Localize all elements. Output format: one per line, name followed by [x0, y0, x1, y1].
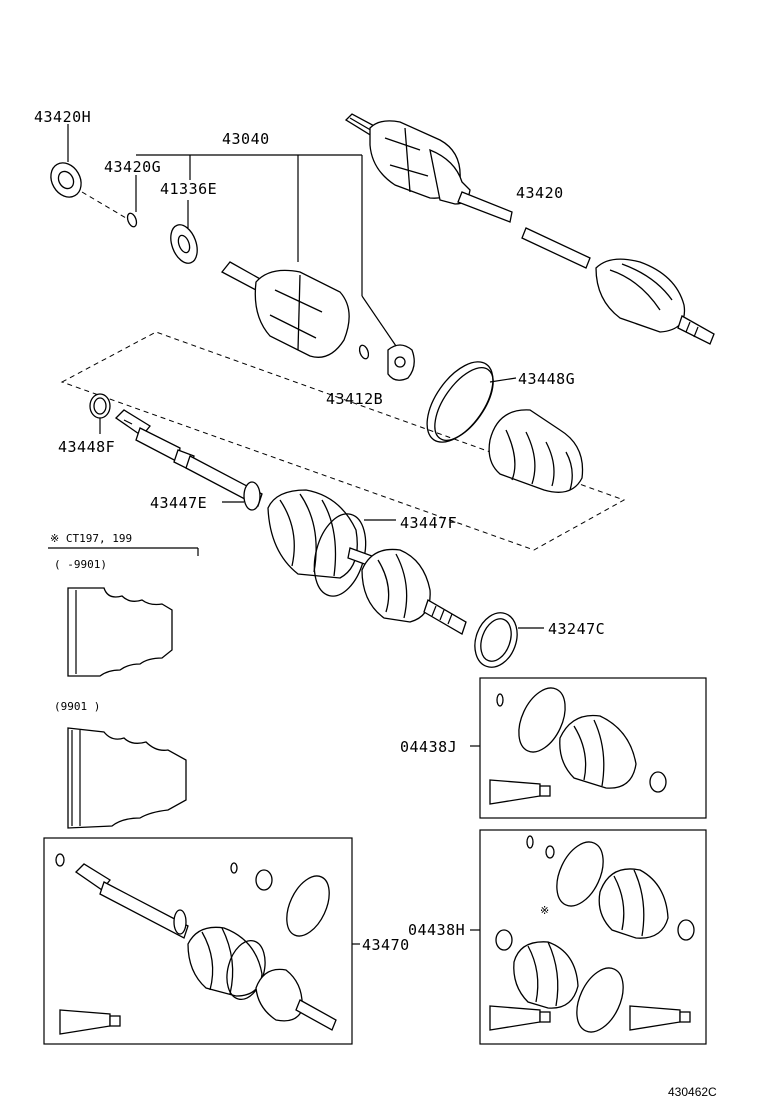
variant-boots	[48, 547, 199, 829]
inboard-joint-parts	[50, 162, 415, 381]
label-43470: 43470	[362, 936, 410, 954]
figure-code: 430462C	[668, 1085, 717, 1099]
axle-shaft-assembly-top	[344, 113, 715, 345]
label-43448F: 43448F	[58, 438, 115, 456]
label-43412B: 43412B	[326, 390, 383, 408]
label-04438J: 04438J	[400, 738, 457, 756]
assembly-box-43470	[43, 837, 360, 1045]
leaders-43040	[67, 124, 397, 347]
label-43040: 43040	[222, 130, 270, 148]
range-note-from: (9901 )	[54, 700, 100, 713]
kit-box-04438J	[470, 677, 707, 819]
applicability-note: ※ CT197, 199	[50, 532, 132, 545]
label-43447F: 43447F	[400, 514, 457, 532]
range-note-to: ( -9901)	[54, 558, 107, 571]
boot-kit-region	[60, 331, 626, 551]
kit-box-04438H	[470, 829, 707, 1045]
main-axle-assembly	[114, 409, 544, 668]
asterisk-mark: ※	[540, 904, 549, 917]
label-43420: 43420	[516, 184, 564, 202]
label-43420G: 43420G	[104, 158, 161, 176]
label-04438H: 04438H	[408, 921, 465, 939]
label-41336E: 41336E	[160, 180, 217, 198]
label-43247C: 43247C	[548, 620, 605, 638]
label-43420H: 43420H	[34, 108, 91, 126]
label-43448G: 43448G	[518, 370, 575, 388]
label-43447E: 43447E	[150, 494, 207, 512]
